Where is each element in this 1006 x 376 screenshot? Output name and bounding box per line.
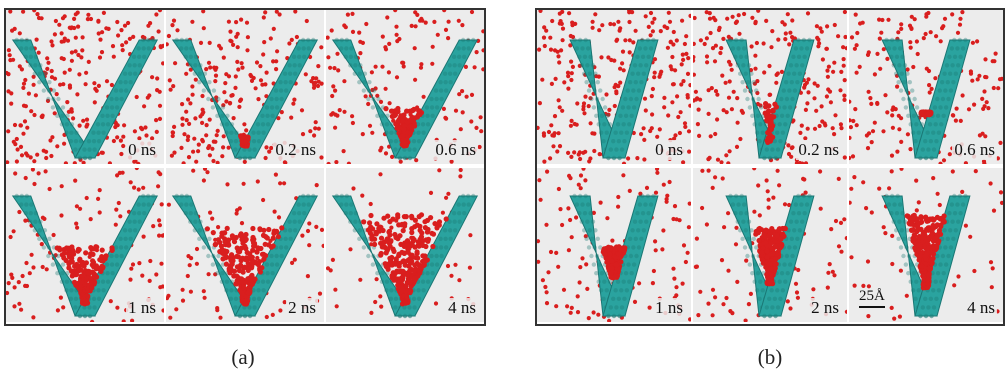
time-label: 4 ns xyxy=(965,298,997,318)
snapshot-render xyxy=(849,10,1003,164)
time-label: 2 ns xyxy=(809,298,841,318)
time-label: 2 ns xyxy=(286,298,318,318)
time-label: 1 ns xyxy=(653,298,685,318)
snapshot-render xyxy=(537,168,691,322)
scale-bar: 25Å xyxy=(859,288,885,308)
v-wall-right-arm xyxy=(74,39,159,159)
snapshot-render xyxy=(849,168,1003,321)
simulation-panel: 0 ns xyxy=(6,10,164,164)
simulation-panel: 0.2 ns xyxy=(693,10,847,164)
time-label: 0.2 ns xyxy=(273,140,318,160)
snapshot-render xyxy=(166,168,324,320)
v-wall-right-arm xyxy=(234,195,319,317)
snapshot-render xyxy=(166,10,324,164)
snapshot-render xyxy=(6,10,164,164)
caption-b: (b) xyxy=(757,345,783,369)
simulation-panel: 0.6 ns xyxy=(849,10,1003,164)
simulation-panel: 0.2 ns xyxy=(166,10,324,164)
simulation-panel: 2 ns xyxy=(693,168,847,322)
time-label: 1 ns xyxy=(126,298,158,318)
simulation-panel: 0 ns xyxy=(537,10,691,164)
simulation-panel: 1 ns xyxy=(537,168,691,322)
snapshot-render xyxy=(537,10,691,164)
simulation-panel: 4 ns xyxy=(326,168,484,322)
figure-b: 0 ns 0.2 ns 0.6 ns 1 ns 2 ns 4 ns 25Å xyxy=(535,8,1005,326)
time-label: 0.2 ns xyxy=(796,140,841,160)
snapshot-render xyxy=(693,168,847,322)
snapshot-render xyxy=(326,10,484,164)
caption-a: (a) xyxy=(231,345,255,369)
snapshot-render xyxy=(326,168,479,319)
simulation-panel: 2 ns xyxy=(166,168,324,322)
snapshot-render xyxy=(6,168,164,322)
v-wall-right-arm xyxy=(602,39,659,159)
time-label: 4 ns xyxy=(446,298,478,318)
simulation-panel: 0.6 ns xyxy=(326,10,484,164)
scale-bar-label: 25Å xyxy=(859,288,885,308)
time-label: 0.6 ns xyxy=(433,140,478,160)
figure-a: 0 ns 0.2 ns 0.6 ns 1 ns 2 ns 4 ns xyxy=(4,8,486,326)
time-label: 0 ns xyxy=(126,140,158,160)
snapshot-render xyxy=(693,10,847,164)
time-label: 0 ns xyxy=(653,140,685,160)
time-label: 0.6 ns xyxy=(952,140,997,160)
simulation-panel: 1 ns xyxy=(6,168,164,322)
simulation-panel: 4 ns 25Å xyxy=(849,168,1003,322)
v-wall-right-arm xyxy=(234,39,319,159)
v-wall-right-arm xyxy=(914,39,971,159)
